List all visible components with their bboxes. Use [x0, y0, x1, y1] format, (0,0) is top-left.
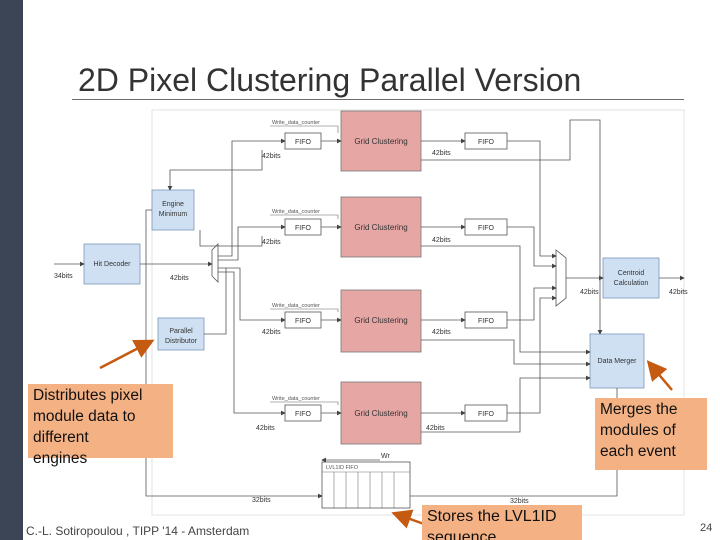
svg-text:Minimum: Minimum	[159, 211, 188, 218]
svg-text:FIFO: FIFO	[478, 411, 494, 418]
input-fifo-3: FIFO	[284, 311, 322, 329]
write-counter-label-4: Write_data_counter	[272, 396, 320, 402]
parallel-distributor-block: Parallel Distributor	[157, 317, 205, 351]
data-merger-block: Data Merger	[589, 333, 645, 389]
svg-text:42bits: 42bits	[432, 150, 451, 157]
svg-text:FIFO: FIFO	[295, 225, 311, 232]
svg-text:Centroid: Centroid	[618, 270, 645, 277]
svg-text:FIFO: FIFO	[295, 318, 311, 325]
output-fifo-2: FIFO	[464, 218, 508, 236]
centroid-calculation-block: Centroid Calculation	[602, 257, 660, 299]
svg-text:FIFO: FIFO	[295, 139, 311, 146]
output-mux	[555, 249, 567, 307]
diagram-frame	[151, 109, 685, 516]
svg-text:Grid Clustering: Grid Clustering	[354, 316, 407, 325]
bus-width-labels: 42bits 42bits 42bits 42bits 42bits 42bit…	[54, 150, 688, 505]
svg-text:42bits: 42bits	[262, 239, 281, 246]
svg-text:FIFO: FIFO	[478, 318, 494, 325]
svg-text:32bits: 32bits	[510, 498, 529, 505]
svg-text:42bits: 42bits	[262, 153, 281, 160]
output-fifo-1: FIFO	[464, 132, 508, 150]
svg-text:42bits: 42bits	[580, 289, 599, 296]
title-underline	[72, 99, 684, 100]
grid-clustering-block-3: Grid Clustering	[340, 289, 422, 353]
write-enable-label: Wr	[381, 453, 390, 460]
svg-text:FIFO: FIFO	[478, 225, 494, 232]
svg-text:Calculation: Calculation	[614, 280, 649, 287]
output-fifo-3: FIFO	[464, 311, 508, 329]
svg-text:Engine: Engine	[162, 201, 184, 208]
grid-clustering-block-4: Grid Clustering	[340, 381, 422, 445]
svg-text:42bits: 42bits	[669, 289, 688, 296]
hit-decoder-block: Hit Decoder	[83, 243, 141, 285]
svg-text:Grid Clustering: Grid Clustering	[354, 137, 407, 146]
svg-text:Grid Clustering: Grid Clustering	[354, 223, 407, 232]
svg-text:FIFO: FIFO	[295, 411, 311, 418]
grid-clustering-block-2: Grid Clustering	[340, 196, 422, 258]
lvl1id-fifo-block: LVL1ID FIFO	[321, 461, 411, 509]
svg-text:42bits: 42bits	[432, 329, 451, 336]
write-counter-label-2: Write_data_counter	[272, 209, 320, 215]
input-fifo-1: FIFO	[284, 132, 322, 150]
output-fifo-4: FIFO	[464, 404, 508, 422]
callout-arrows	[99, 339, 673, 529]
svg-text:Parallel: Parallel	[169, 328, 193, 335]
svg-text:42bits: 42bits	[426, 425, 445, 432]
svg-text:Data Merger: Data Merger	[598, 358, 638, 365]
svg-text:42bits: 42bits	[256, 425, 275, 432]
callout-lvl1id-fifo: Stores the LVL1ID sequence	[422, 505, 582, 540]
svg-text:LVL1ID FIFO: LVL1ID FIFO	[326, 465, 359, 471]
footer-author: C.-L. Sotiropoulou , TIPP '14 - Amsterda…	[26, 524, 250, 538]
slide-title: 2D Pixel Clustering Parallel Version	[78, 62, 582, 98]
svg-text:34bits: 34bits	[54, 273, 73, 280]
svg-text:42bits: 42bits	[432, 237, 451, 244]
svg-text:Grid Clustering: Grid Clustering	[354, 409, 407, 418]
input-fifo-4: FIFO	[284, 404, 322, 422]
svg-text:FIFO: FIFO	[478, 139, 494, 146]
svg-text:42bits: 42bits	[262, 329, 281, 336]
engine-minimum-block: Engine Minimum	[151, 189, 195, 231]
svg-text:Hit Decoder: Hit Decoder	[94, 261, 132, 268]
svg-text:32bits: 32bits	[252, 497, 271, 504]
svg-text:42bits: 42bits	[170, 275, 189, 282]
callout-parallel-distributor: Distributes pixel module data to differe…	[28, 384, 173, 467]
write-counter-label-1: Write_data_counter	[272, 120, 320, 126]
svg-text:Distributor: Distributor	[165, 338, 198, 345]
slide-side-bar	[0, 0, 23, 540]
page-number: 24	[700, 522, 713, 534]
write-counter-label-3: Write_data_counter	[272, 303, 320, 309]
input-demux	[211, 243, 219, 283]
input-fifo-2: FIFO	[284, 218, 322, 236]
callout-data-merger: Merges the modules of each event	[595, 398, 707, 470]
grid-clustering-block-1: Grid Clustering	[340, 110, 422, 172]
